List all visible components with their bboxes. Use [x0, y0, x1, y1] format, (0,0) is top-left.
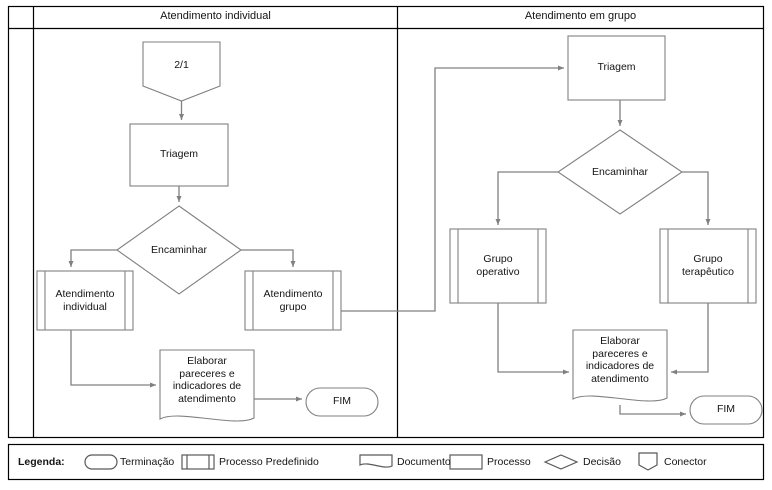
- process-triagem-right: [567, 35, 666, 101]
- predefined-atendimento-grupo: [244, 270, 342, 331]
- right-panel-connectors: [495, 100, 711, 417]
- decision-icon: [543, 454, 579, 470]
- predefined-grupo-operativo: [449, 228, 547, 304]
- column-header-individual: Atendimento individual: [160, 10, 271, 22]
- predefined-process-icon: [181, 454, 215, 470]
- terminator-fim-right: [689, 395, 763, 425]
- column-header-grupo: Atendimento em grupo: [524, 10, 637, 22]
- legend-label-terminacao: Terminação: [120, 456, 175, 468]
- legend-label-processo-predefinido: Processo Predefinido: [219, 456, 319, 468]
- document-elaborar-left: [159, 349, 255, 422]
- legend-frame: [7, 443, 765, 481]
- predefined-grupo-terapeutico: [659, 228, 757, 304]
- decision-encaminhar-left: [116, 205, 242, 295]
- process-triagem-left: [129, 123, 229, 187]
- table-frame: [7, 5, 765, 439]
- decision-encaminhar-right: [557, 129, 683, 215]
- legend-label-processo: Processo: [487, 456, 531, 468]
- connector-icon: [638, 452, 658, 471]
- terminator-icon: [84, 454, 118, 470]
- left-panel-connectors: [68, 65, 564, 402]
- process-icon: [449, 454, 483, 470]
- legend-title: Legenda:: [18, 456, 65, 468]
- document-elaborar-right: [572, 329, 668, 402]
- connector-shape-left: [142, 41, 221, 102]
- terminator-fim-left: [305, 387, 379, 417]
- legend-label-decisao: Decisão: [583, 456, 621, 468]
- legend-label-documento: Documento: [397, 456, 451, 468]
- legend-label-conector: Conector: [664, 456, 707, 468]
- legend-icons: [84, 452, 658, 471]
- document-icon: [359, 454, 393, 468]
- predefined-atendimento-individual: [36, 270, 134, 331]
